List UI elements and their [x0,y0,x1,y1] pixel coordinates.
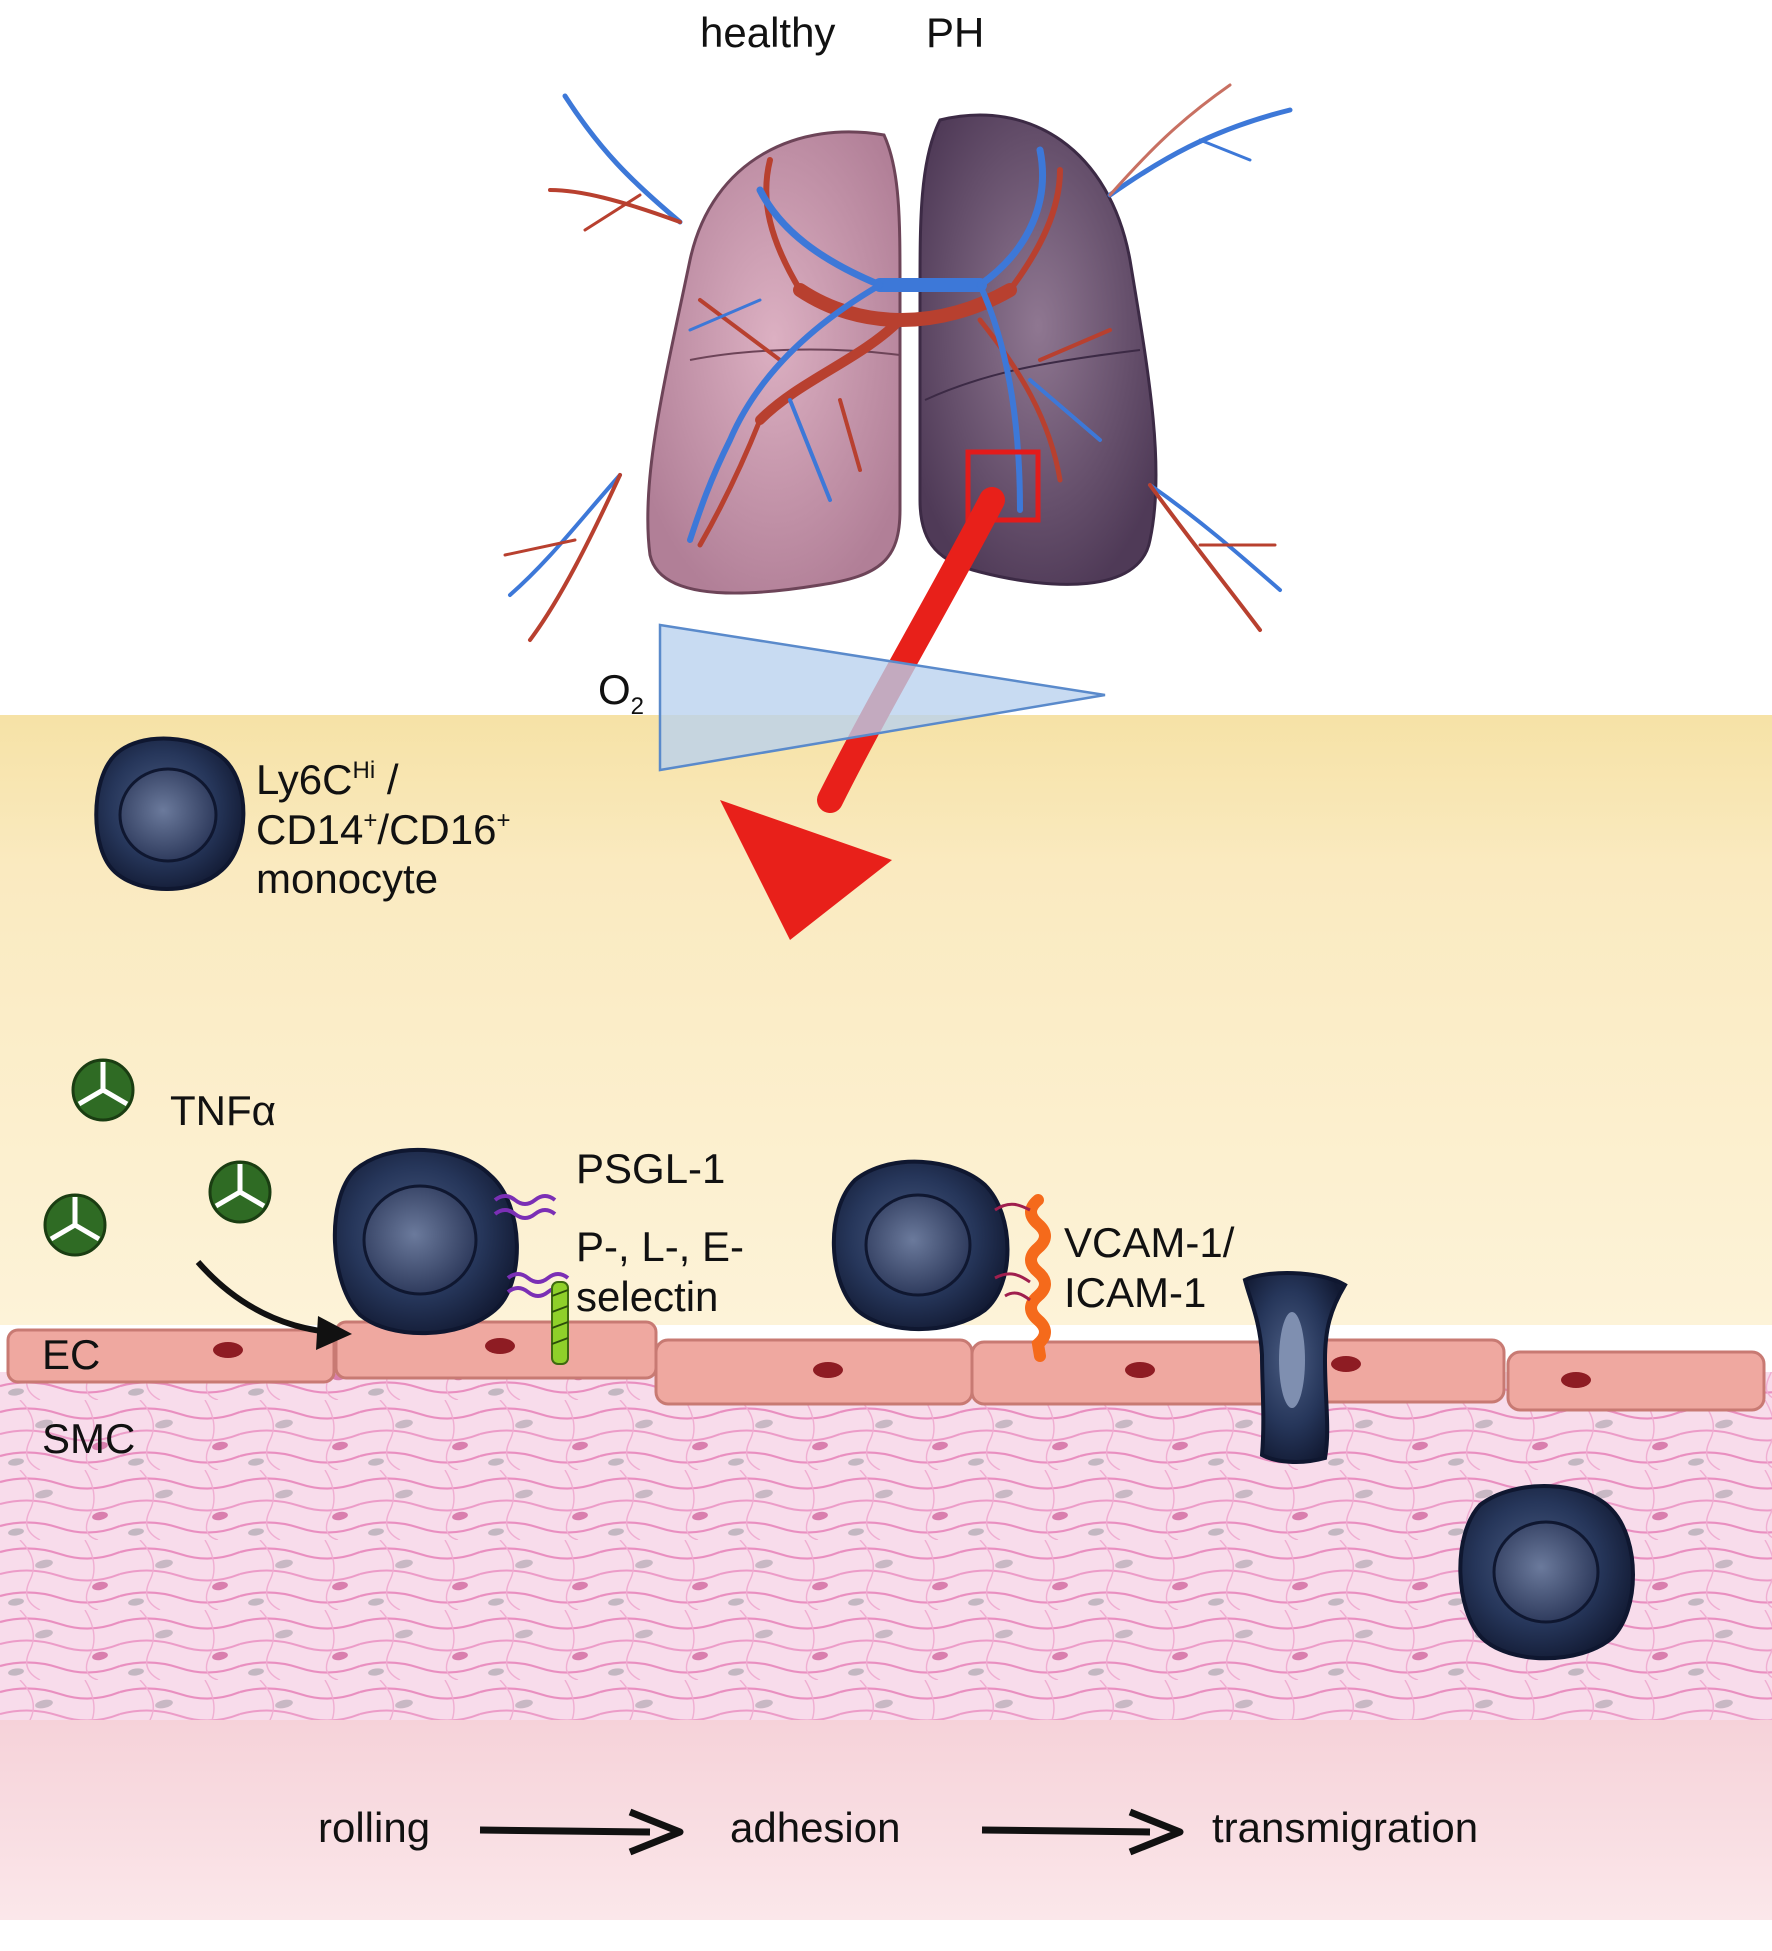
tnf-alpha-molecule [208,1160,272,1224]
monocyte-legend-cell [94,736,246,891]
monocyte-label-line1: Ly6CHi / [256,756,399,803]
rolling-monocyte [332,1147,519,1336]
transmigrating-monocyte [1242,1271,1348,1464]
selectin-label: P-, L-, E- selectin [576,1222,744,1321]
endothelial-cell [970,1340,1280,1406]
healthy-lung [646,130,902,595]
tnf-alpha-molecule [71,1058,135,1122]
pulmonary-veins [687,146,1102,543]
vcam-label-line2: ICAM-1 [1064,1268,1207,1316]
selectin-label-line2: selectin [576,1272,719,1320]
endothelial-cell [1506,1350,1766,1412]
migrated-monocyte [1458,1484,1635,1661]
endothelium [6,1320,1766,1412]
ph-label: PH [926,9,985,56]
step-arrow [479,1808,684,1856]
vcam-icam-label: VCAM-1/ ICAM-1 [1064,1218,1234,1317]
healthy-label: healthy [700,9,836,56]
monocyte-label-line2: CD14+/CD16+ [256,805,511,853]
magnification-box [965,449,1041,523]
o2-base: O [598,666,631,713]
migration-arrow [720,487,1005,940]
o2-label: O2 [598,665,644,719]
endothelial-cell [334,1320,658,1380]
endothelial-cell [6,1328,336,1384]
step-rolling: rolling [318,1804,431,1851]
tnf-alpha-molecule [43,1193,107,1257]
vessel-branch [548,93,683,232]
o2-subscript: 2 [630,693,645,720]
psgl-1-label: PSGL-1 [576,1145,726,1192]
adhering-monocyte [831,1159,1010,1332]
tnf-arrow [195,1260,352,1350]
step-adhesion: adhesion [730,1804,901,1851]
vessel-branch [503,473,622,642]
tnf-alpha-label: TNFα [170,1087,276,1134]
ec-label: EC [42,1331,101,1378]
step-arrow [981,1808,1184,1856]
endothelial-cell [654,1338,974,1406]
selectin-label-line1: P-, L-, E- [576,1223,745,1270]
step-transmigration: transmigration [1212,1804,1479,1851]
adventitia-layer [0,1720,1772,1920]
smc-label: SMC [42,1415,136,1462]
vessel-branch [1107,83,1293,198]
pulmonary-arteries [697,157,1112,548]
selectin-molecule [551,1281,569,1365]
vcam-label-line1: VCAM-1/ [1064,1219,1235,1266]
o2-gradient-triangle [658,623,1106,772]
monocyte-label-line3: monocyte [256,855,439,903]
monocyte-label: Ly6CHi / CD14+/CD16+ monocyte [256,755,510,904]
vessel-branch [1148,483,1282,632]
vcam-icam-molecule [994,1194,1051,1362]
lungs-illustration [503,83,1293,642]
